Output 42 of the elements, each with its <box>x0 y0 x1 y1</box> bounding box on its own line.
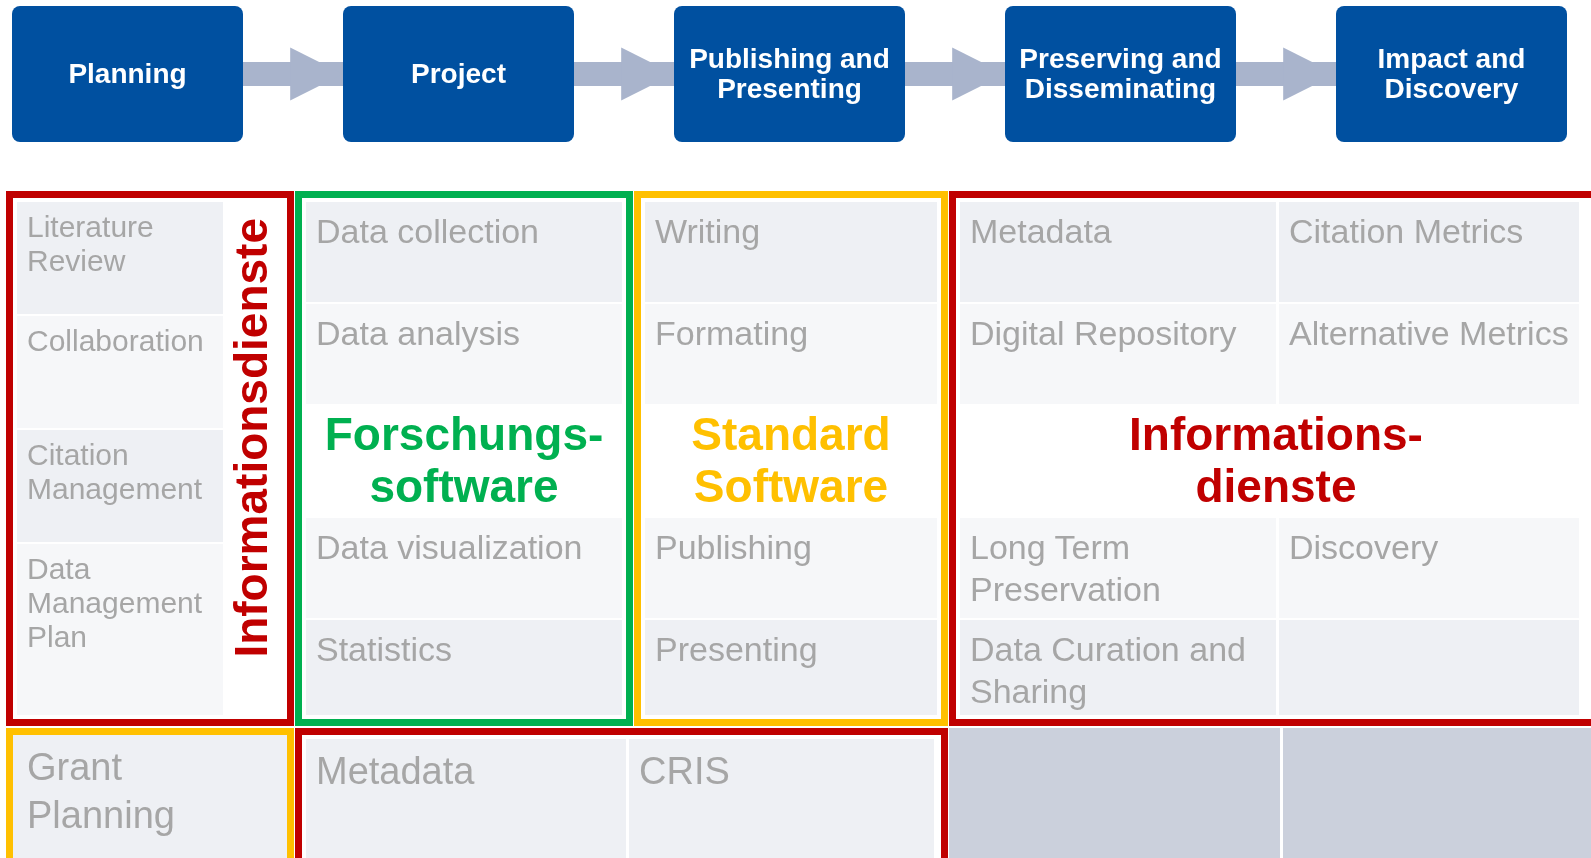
stage-box: Preserving and Disseminating <box>1005 6 1236 142</box>
table-cell: Citation Metrics <box>1279 202 1579 302</box>
table-cell: Data Curation and Sharing <box>960 620 1276 715</box>
group-label: Informationsdienste <box>225 218 277 658</box>
table-cell: Literature Review <box>17 202 223 314</box>
table-cell: Formating <box>645 304 937 404</box>
table-cell: Collaboration <box>17 316 223 428</box>
group-frame <box>634 191 948 726</box>
table-cell: Publishing <box>645 518 937 618</box>
table-cell <box>949 728 1280 858</box>
arrow <box>243 47 343 101</box>
table-cell: Statistics <box>306 620 622 715</box>
table-cell: Presenting <box>645 620 937 715</box>
table-cell: Grant Planning <box>6 728 294 858</box>
table-cell: Data analysis <box>306 304 622 404</box>
table-cell: Data collection <box>306 202 622 302</box>
stage-box: Planning <box>12 6 243 142</box>
group-frame <box>295 191 633 726</box>
table-cell <box>1283 728 1591 858</box>
group-frame <box>6 191 294 726</box>
table-cell: Digital Repository <box>960 304 1276 404</box>
table-cell: Discovery <box>1279 518 1579 618</box>
stage-box: Publishing and Presenting <box>674 6 905 142</box>
table-cell: Long Term Preservation <box>960 518 1276 618</box>
group-frame <box>949 191 1591 726</box>
table-cell: Data visualization <box>306 518 622 618</box>
arrow <box>574 47 674 101</box>
arrow <box>1236 47 1336 101</box>
arrow <box>905 47 1005 101</box>
table-cell: Metadata <box>306 739 626 858</box>
group-label: Informations- dienste <box>1128 408 1424 512</box>
table-cell: Citation Management <box>17 430 223 542</box>
group-frame <box>295 728 948 858</box>
table-cell: Data Management Plan <box>17 544 223 715</box>
stage-box: Project <box>343 6 574 142</box>
table-cell: CRIS <box>629 739 934 858</box>
table-cell: Writing <box>645 202 937 302</box>
group-label: Forschungs- software <box>323 408 605 512</box>
table-cell: Alternative Metrics <box>1279 304 1579 404</box>
table-cell: Metadata <box>960 202 1276 302</box>
group-label: Standard Software <box>690 408 892 512</box>
stage-box: Impact and Discovery <box>1336 6 1567 142</box>
